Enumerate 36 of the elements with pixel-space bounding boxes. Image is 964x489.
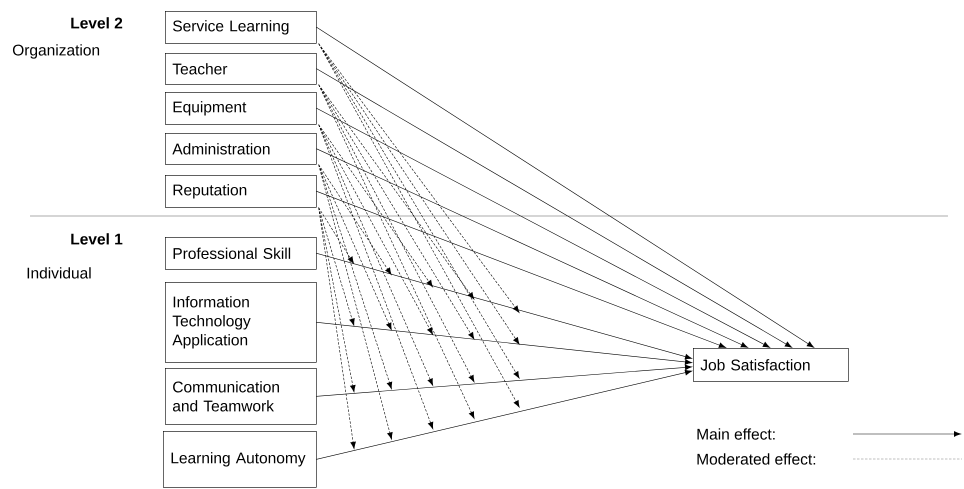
- arrow: [316, 27, 814, 348]
- arrow: [318, 207, 354, 264]
- arrow: [318, 84, 474, 300]
- arrow: [316, 322, 692, 365]
- variable-box: Communication and Teamwork: [165, 368, 317, 425]
- variable-box: Job Satisfaction: [693, 348, 849, 382]
- arrow: [316, 108, 770, 348]
- arrow: [316, 370, 692, 460]
- arrow: [318, 124, 433, 288]
- arrow: [318, 207, 355, 326]
- arrow: [316, 68, 792, 348]
- arrow: [318, 164, 393, 440]
- level-label: Individual: [28, 267, 91, 279]
- arrow: [318, 207, 356, 392]
- level-label: Level 2: [71, 17, 122, 29]
- legend-text: Moderated effect:: [697, 453, 816, 465]
- arrow: [318, 207, 356, 449]
- arrow: [318, 164, 392, 390]
- level-label: Organization: [12, 44, 100, 59]
- arrow: [316, 191, 726, 348]
- variable-box: Professional Skill: [165, 237, 317, 270]
- arrow: [318, 164, 392, 330]
- arrow: [316, 253, 692, 360]
- legend-text: Main effect:: [697, 428, 775, 440]
- variable-box: Service Learning: [165, 11, 317, 44]
- arrow: [316, 364, 692, 397]
- level-label: Level 1: [71, 233, 122, 245]
- variable-box: Teacher: [165, 53, 317, 85]
- variable-box: Learning Autonomy: [163, 431, 317, 488]
- variable-box: Administration: [165, 133, 317, 165]
- arrow: [318, 164, 392, 275]
- arrow: [316, 148, 748, 348]
- variable-box: Equipment: [165, 92, 317, 125]
- arrow: [318, 124, 433, 335]
- variable-box: Information Technology Application: [165, 282, 317, 363]
- variable-box: Reputation: [165, 175, 317, 208]
